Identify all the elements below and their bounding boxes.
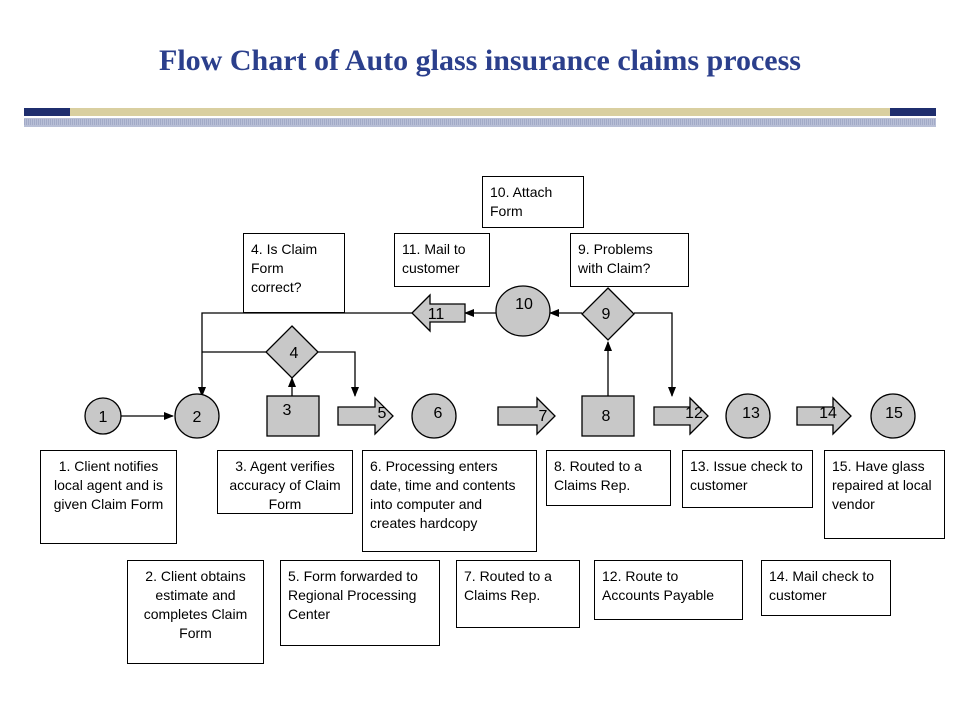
node-15: 15 <box>870 393 916 439</box>
node-label-8: 8 <box>602 408 611 425</box>
node-14: 14 <box>796 396 852 436</box>
note-3: 3. Agent verifies accuracy of Claim Form <box>217 450 353 514</box>
node-label-1: 1 <box>99 409 108 426</box>
node-label-9: 9 <box>602 306 611 323</box>
node-label-6: 6 <box>434 405 443 422</box>
node-3: 3 <box>266 395 320 437</box>
title-band <box>24 108 936 127</box>
process-nodes: 1 2 3 4 5 6 7 8 <box>84 285 916 439</box>
note-2: 2. Client obtains estimate and completes… <box>127 560 264 664</box>
node-9: 9 <box>581 287 635 341</box>
note-8: 8. Routed to a Claims Rep. <box>546 450 671 506</box>
node-label-13: 13 <box>742 405 760 422</box>
node-label-12: 12 <box>685 405 703 422</box>
page-title: Flow Chart of Auto glass insurance claim… <box>159 44 801 77</box>
connectors <box>121 309 676 420</box>
note-7: 7. Routed to a Claims Rep. <box>456 560 580 628</box>
node-label-11: 11 <box>428 306 445 323</box>
connector-11-to-2 <box>198 312 412 397</box>
node-label-15: 15 <box>885 405 903 422</box>
note-5: 5. Form forwarded to Regional Processing… <box>280 560 440 646</box>
node-2: 2 <box>174 393 220 439</box>
note-13: 13. Issue check to customer <box>682 450 813 508</box>
connector-4-5 <box>318 351 359 397</box>
node-13: 13 <box>725 393 771 439</box>
node-10: 10 <box>495 285 551 337</box>
node-6: 6 <box>411 393 457 439</box>
note-11: 11. Mail to customer <box>394 233 490 287</box>
note-10: 10. Attach Form <box>482 176 584 228</box>
note-12: 12. Route to Accounts Payable <box>594 560 743 620</box>
node-label-5: 5 <box>378 405 387 422</box>
note-14: 14. Mail check to customer <box>761 560 891 616</box>
node-7: 7 <box>497 396 556 436</box>
node-11: 11 <box>411 293 466 333</box>
note-6: 6. Processing enters date, time and cont… <box>362 450 537 552</box>
note-9: 9. Problems with Claim? <box>570 233 689 287</box>
note-15: 15. Have glass repaired at local vendor <box>824 450 945 539</box>
node-label-7: 7 <box>539 408 548 425</box>
node-label-14: 14 <box>819 405 837 422</box>
node-label-10: 10 <box>515 296 533 313</box>
node-5: 5 <box>337 396 394 436</box>
node-12: 12 <box>653 396 709 436</box>
node-label-2: 2 <box>193 409 202 426</box>
note-4: 4. Is Claim Form correct? <box>243 233 345 313</box>
connector-9-12 <box>634 312 676 397</box>
node-label-3: 3 <box>283 402 292 419</box>
node-8: 8 <box>581 395 635 437</box>
note-1: 1. Client notifies local agent and is gi… <box>40 450 177 544</box>
node-1: 1 <box>84 397 122 435</box>
node-4: 4 <box>265 325 319 379</box>
node-label-4: 4 <box>290 345 299 362</box>
